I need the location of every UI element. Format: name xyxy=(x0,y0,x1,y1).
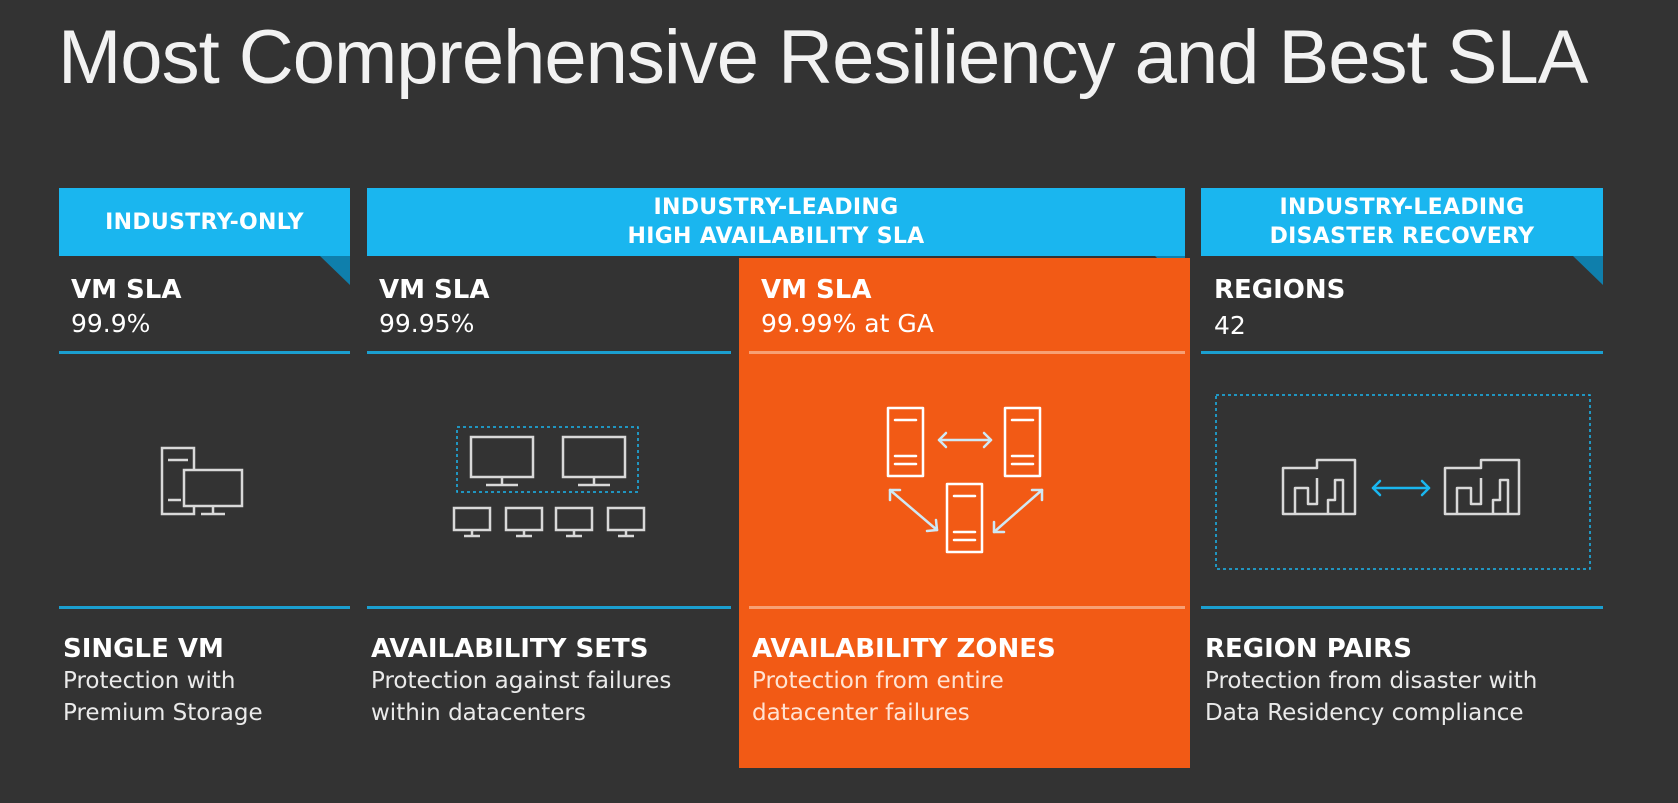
region-pairs-icon xyxy=(1215,394,1591,570)
banner-text: INDUSTRY-LEADING HIGH AVAILABILITY SLA xyxy=(627,195,925,249)
divider-bottom xyxy=(1201,606,1603,609)
metric-value-region-pairs: 42 xyxy=(1214,311,1246,340)
feature-desc-availability-zones: Protection from entire datacenter failur… xyxy=(752,668,1004,726)
divider-top xyxy=(749,351,1185,354)
banner-text: INDUSTRY-LEADING DISASTER RECOVERY xyxy=(1269,195,1535,249)
feature-title-single-vm: SINGLE VM xyxy=(63,634,224,664)
banner-fold xyxy=(1573,256,1603,285)
divider-bottom xyxy=(59,606,350,609)
highlight-panel-availability-zones xyxy=(739,258,1190,768)
feature-title-availability-zones: AVAILABILITY ZONES xyxy=(752,634,1056,664)
metric-value-availability-zones: 99.99% at GA xyxy=(761,309,934,338)
divider-bottom xyxy=(367,606,731,609)
banner-disaster-recovery: INDUSTRY-LEADING DISASTER RECOVERY xyxy=(1201,188,1603,285)
metric-label-availability-sets: VM SLA xyxy=(379,275,490,305)
metric-label-single-vm: VM SLA xyxy=(71,275,182,305)
slide-title: Most Comprehensive Resiliency and Best S… xyxy=(58,15,1588,100)
divider-top xyxy=(59,351,350,354)
divider-top xyxy=(367,351,731,354)
divider-top xyxy=(1201,351,1603,354)
metric-value-availability-sets: 99.95% xyxy=(379,309,475,338)
metric-label-availability-zones: VM SLA xyxy=(761,275,872,305)
banner-high-availability: INDUSTRY-LEADING HIGH AVAILABILITY SLA xyxy=(367,188,1185,285)
banner-fold xyxy=(320,256,350,285)
feature-title-region-pairs: REGION PAIRS xyxy=(1205,634,1412,664)
metric-value-single-vm: 99.9% xyxy=(71,309,151,338)
feature-desc-single-vm: Protection with Premium Storage xyxy=(63,668,263,726)
single-vm-icon xyxy=(160,446,244,516)
availability-zones-icon xyxy=(886,406,1044,554)
availability-sets-icon xyxy=(452,426,646,538)
feature-desc-availability-sets: Protection against failures within datac… xyxy=(371,668,672,726)
feature-desc-region-pairs: Protection from disaster with Data Resid… xyxy=(1205,668,1538,726)
banner-industry-only: INDUSTRY-ONLY xyxy=(59,188,350,285)
feature-title-availability-sets: AVAILABILITY SETS xyxy=(371,634,649,664)
divider-bottom xyxy=(749,606,1185,609)
metric-label-region-pairs: REGIONS xyxy=(1214,275,1346,305)
banner-text: INDUSTRY-ONLY xyxy=(105,209,304,235)
